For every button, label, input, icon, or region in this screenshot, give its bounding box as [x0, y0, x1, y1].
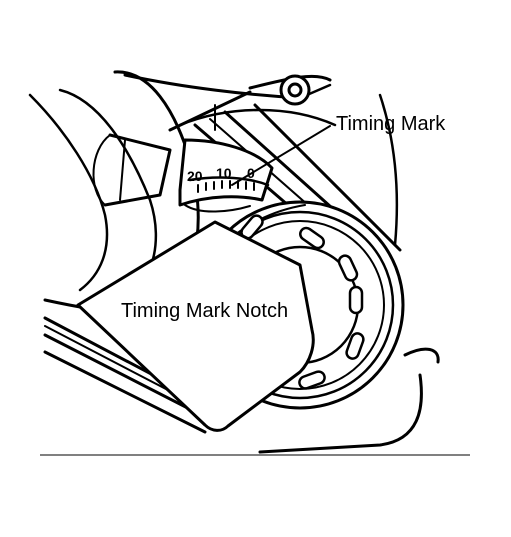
- timing-scale: 20 10 0: [178, 138, 274, 213]
- scale-number-20: 20: [187, 168, 203, 184]
- timing-mark-notch-callout: Timing Mark Notch: [121, 300, 288, 322]
- bolt-head: [279, 74, 311, 106]
- timing-mark-callout: Timing Mark: [231, 113, 446, 186]
- timing-mark-leader-line: [231, 125, 331, 186]
- timing-mark-notch-label: Timing Mark Notch: [121, 300, 288, 322]
- engine-mount-bracket: [258, 93, 440, 454]
- notch-callout-panel: [76, 220, 315, 432]
- timing-mark-label: Timing Mark: [336, 113, 446, 135]
- scale-number-10: 10: [216, 165, 232, 181]
